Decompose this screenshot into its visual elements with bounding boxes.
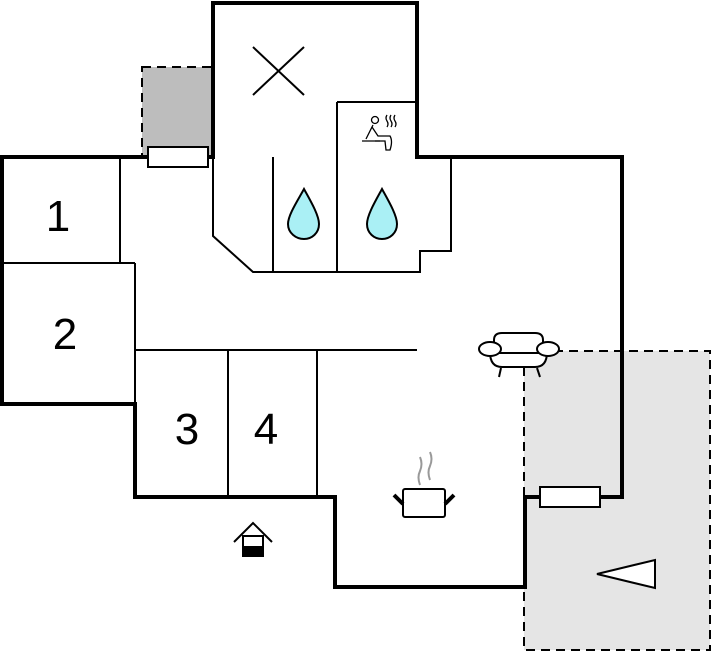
- inner-walls: [2, 101, 452, 497]
- cross-icon: [252, 46, 305, 96]
- room-label-4: 4: [254, 405, 278, 454]
- room-label-3: 3: [175, 405, 199, 454]
- direction-arrow-icon: [596, 558, 656, 590]
- balcony-area: [141, 66, 213, 158]
- room-label-2: 2: [53, 310, 77, 359]
- window: [539, 486, 601, 508]
- entrance-icon: [233, 521, 273, 557]
- window: [147, 146, 209, 168]
- cooking-pot-icon: [392, 451, 456, 518]
- sauna-icon: [362, 114, 397, 151]
- sofa-icon: [478, 332, 560, 378]
- outer-walls: [0, 1, 624, 589]
- water-drop-icon: [365, 186, 399, 241]
- room-label-1: 1: [46, 192, 70, 241]
- water-drop-icon: [286, 186, 321, 241]
